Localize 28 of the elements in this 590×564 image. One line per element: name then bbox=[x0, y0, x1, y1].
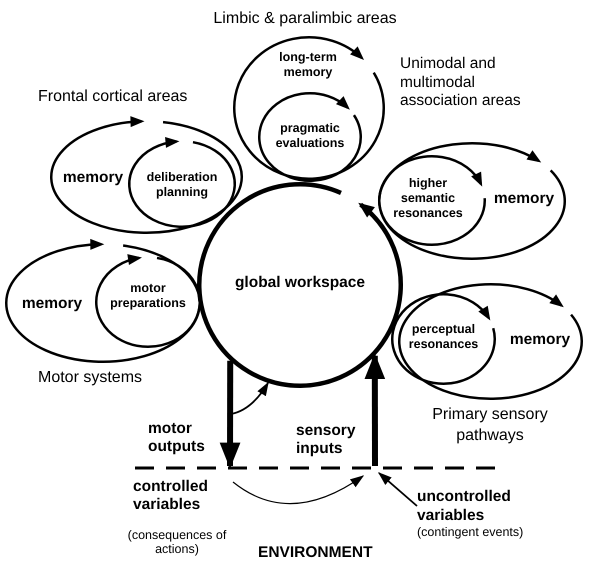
node-label: long-term memory bbox=[278, 50, 338, 80]
arrow bbox=[378, 472, 418, 507]
area-heading: Frontal cortical areas bbox=[38, 87, 188, 107]
node-label: deliberation planning bbox=[146, 170, 218, 200]
node-label: higher semantic resonances bbox=[392, 176, 464, 221]
area-heading: Primary sensory pathways bbox=[431, 405, 549, 446]
note-label: (consequences of actions) bbox=[127, 528, 227, 557]
edge-label: sensory inputs bbox=[296, 422, 356, 458]
node-label: motor preparations bbox=[109, 281, 187, 311]
node-label: memory bbox=[20, 295, 84, 314]
node-label: memory bbox=[492, 190, 556, 209]
node-label: pragmatic evaluations bbox=[274, 121, 346, 151]
node-label: perceptual resonances bbox=[408, 322, 480, 352]
area-heading: Unimodal and multimodal association areas bbox=[400, 55, 522, 111]
node-note: (contingent events) bbox=[417, 525, 524, 540]
node-label: memory bbox=[508, 331, 572, 350]
edge-label: motor outputs bbox=[148, 420, 206, 456]
arrow bbox=[220, 360, 240, 469]
node-label: global workspace bbox=[234, 274, 366, 293]
node-label: memory bbox=[62, 169, 124, 188]
bold-label: controlled variables bbox=[133, 478, 209, 514]
area-heading: Motor systems bbox=[38, 368, 144, 388]
heading-label: ENVIRONMENT bbox=[258, 544, 374, 562]
arrow bbox=[364, 353, 386, 466]
node-label: uncontrolled variables bbox=[417, 488, 512, 526]
arrow bbox=[230, 382, 269, 415]
area-heading: Limbic & paralimbic areas bbox=[212, 9, 398, 29]
arrow bbox=[232, 475, 364, 504]
